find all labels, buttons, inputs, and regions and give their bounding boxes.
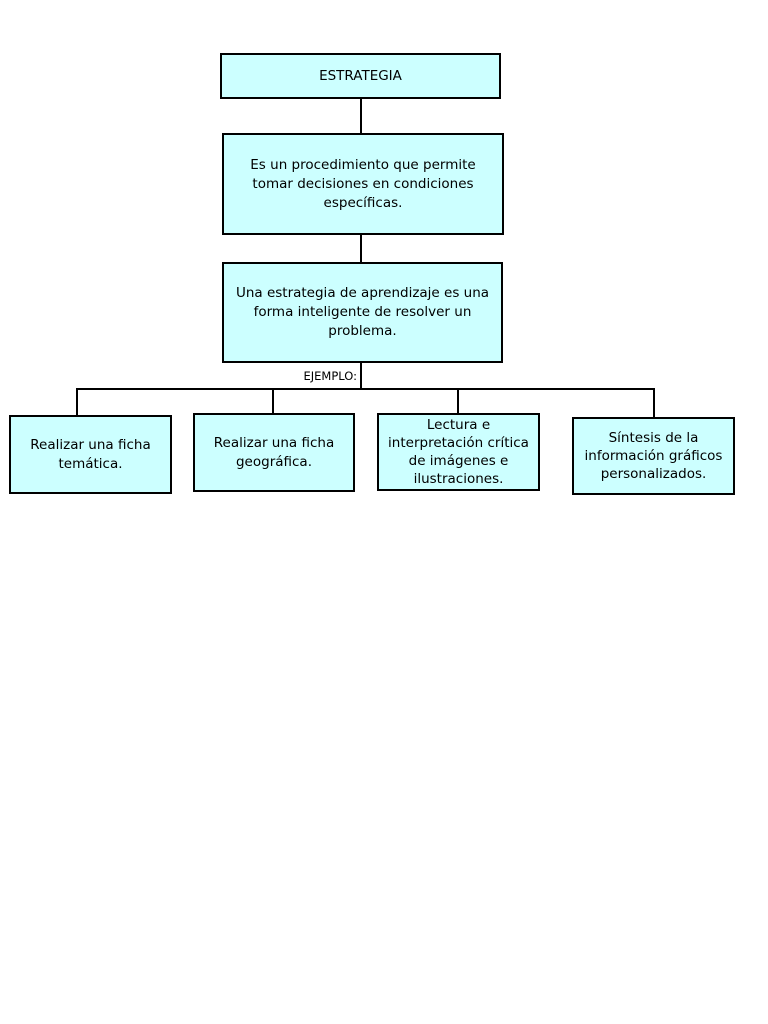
connector-branch-example-2 (272, 388, 274, 413)
node-definition-aprendizaje: Una estrategia de aprendizaje es una for… (222, 262, 503, 363)
node-estrategia: ESTRATEGIA (220, 53, 501, 99)
branch-horizontal-line (76, 388, 655, 390)
node-example-ficha-tematica: Realizar una ficha temática. (9, 415, 172, 494)
node-definition-procedimiento: Es un procedimiento que permite tomar de… (222, 133, 504, 235)
connector-root-definition1 (360, 99, 362, 133)
connector-branch-example-4 (653, 388, 655, 417)
connector-branch-example-1 (76, 388, 78, 415)
connector-branch-example-3 (457, 388, 459, 413)
node-example-ficha-geografica: Realizar una ficha geográfica. (193, 413, 355, 492)
node-example-sintesis-informacion: Síntesis de la información gráficos pers… (572, 417, 735, 495)
connector-definition1-definition2 (360, 235, 362, 262)
branch-label-ejemplo: EJEMPLO: (303, 369, 357, 383)
node-example-lectura-interpretacion: Lectura e interpretación crítica de imág… (377, 413, 540, 491)
connector-definition2-branch (360, 363, 362, 390)
